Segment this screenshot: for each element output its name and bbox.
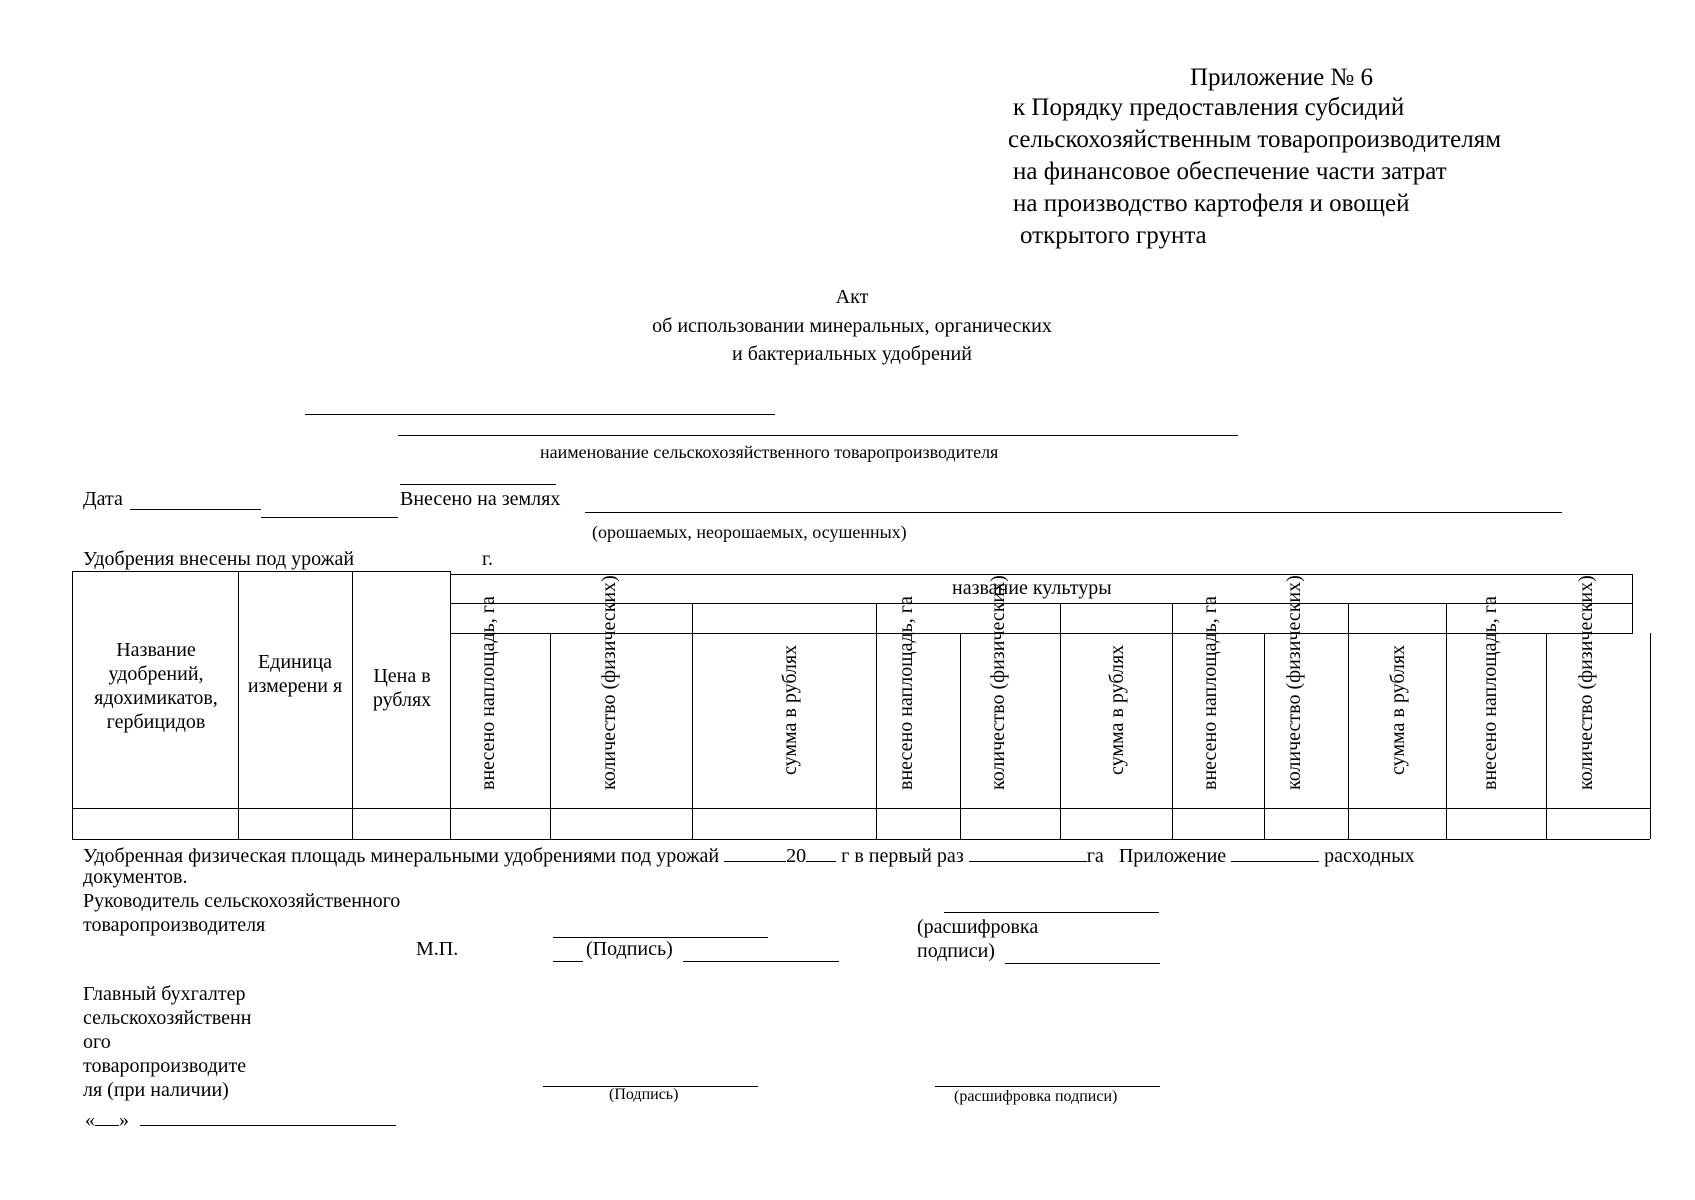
date-close-quote: » [119, 1109, 129, 1131]
area-text-3: Приложение [1118, 845, 1227, 867]
seal-label: М.П. [416, 938, 459, 960]
act-subtitle-2: и бактериальных удобрений [732, 343, 972, 365]
month-year-field[interactable] [140, 1107, 396, 1126]
date-field[interactable] [130, 509, 261, 510]
head-signature-line-top[interactable] [553, 937, 768, 938]
sub-qty-3: количество (физических) [1283, 575, 1305, 790]
v-6 [876, 603, 877, 839]
v-2 [352, 571, 353, 839]
annex-line-4: на производство картофеля и овощей [1013, 190, 1410, 217]
acc-date: «» [85, 1107, 396, 1132]
sub-sum-1: сумма в рублях [779, 644, 801, 776]
v-9 [1172, 603, 1173, 839]
v-4 [550, 633, 551, 839]
act-subtitle-1: об использовании минеральных, органическ… [652, 315, 1052, 337]
acc-signature-line[interactable] [543, 1086, 758, 1087]
v-5 [692, 603, 693, 839]
area-year-field[interactable] [806, 843, 837, 862]
producer-caption: наименование сельскохозяйственного товар… [540, 442, 999, 462]
area-harvest-field[interactable] [724, 843, 787, 862]
area-text: Удобренная физическая площадь минеральны… [83, 843, 1415, 868]
head-label-2: товаропроизводителя [83, 914, 266, 936]
head-label-1: Руководитель сельскохозяйственного [83, 890, 401, 912]
head-decode-line-right [1005, 963, 1160, 964]
v-8 [1060, 603, 1061, 839]
land-caption: (орошаемых, неорошаемых, осушенных) [592, 522, 907, 542]
annex-line-2: сельскохозяйственным товаропроизводителя… [1008, 126, 1502, 153]
acc-decode-line[interactable] [935, 1086, 1160, 1087]
group-divider [450, 633, 1633, 634]
head-signature-line-left [553, 961, 583, 962]
area-text-5: документов. [83, 866, 188, 888]
annex-title: Приложение № 6 [1190, 64, 1374, 91]
head-decode-line-top[interactable] [944, 912, 1159, 913]
v-11 [1348, 603, 1349, 839]
annex-line-1: к Порядку предоставления субсидий [1013, 94, 1405, 121]
area-text-4: расходных [1324, 845, 1415, 867]
sub-qty-4: количество (физических) [1575, 575, 1597, 790]
sub-qty-2: количество (физических) [987, 575, 1009, 790]
sub-area-4: внесено наплощадь, га [1479, 596, 1501, 790]
annex-line-5: открытого грунта [1020, 222, 1207, 249]
date-label: Дата [83, 488, 123, 510]
harvest-label: Удобрения внесены под урожай [83, 548, 355, 570]
acc-label-3: ого [83, 1031, 111, 1053]
acc-label-5: ля (при наличии) [83, 1079, 229, 1101]
v-15 [1650, 633, 1651, 839]
acc-label-2: сельскохозяйственн [83, 1007, 252, 1029]
head-decode-2: подписи) [917, 940, 995, 962]
acc-decode-caption: (расшифровка подписи) [954, 1088, 1118, 1105]
culture-divider [450, 603, 1633, 604]
sub-sum-2: сумма в рублях [1106, 644, 1128, 776]
land-field[interactable] [585, 512, 1562, 513]
table-top-culture [450, 574, 1633, 575]
area-year-prefix: 20 [786, 845, 807, 867]
act-title: Акт [835, 286, 869, 308]
header-bottom [72, 808, 1650, 809]
sub-qty-1: количество (физических) [598, 575, 620, 790]
day-field[interactable] [95, 1107, 119, 1126]
head-signature-caption: (Подпись) [586, 938, 673, 960]
v-10 [1264, 633, 1265, 839]
sub-area-2: внесено наплощадь, га [895, 596, 917, 790]
sub-area-3: внесено наплощадь, га [1199, 596, 1221, 790]
date-underline-2 [261, 517, 398, 518]
area-text-1: Удобренная физическая площадь минеральны… [83, 845, 720, 867]
area-value-field[interactable] [968, 843, 1087, 862]
sub-area-1: внесено наплощадь, га [477, 596, 499, 790]
head-decode-1: (расшифровка [917, 916, 1039, 938]
v-0 [72, 571, 73, 839]
acc-label-1: Главный бухгалтер [83, 983, 246, 1005]
head-signature-line-right [683, 961, 839, 962]
area-text-2: г в первый раз [841, 845, 964, 867]
v-12 [1446, 603, 1447, 839]
v-7 [960, 633, 961, 839]
sub-sum-3: сумма в рублях [1387, 644, 1409, 776]
acc-signature-caption: (Подпись) [609, 1086, 679, 1103]
v-14 [1632, 574, 1633, 633]
annex-line-3: на финансовое обеспечение части затрат [1013, 158, 1447, 185]
col-price-header: Цена в рублях [372, 665, 432, 711]
producer-line-2 [398, 435, 1238, 436]
acc-label-4: товаропроизводите [83, 1055, 247, 1077]
v-3 [450, 571, 451, 839]
culture-header: название культуры [952, 577, 1112, 599]
v-13 [1546, 633, 1547, 839]
area-unit: га [1086, 845, 1104, 867]
date-open-quote: « [85, 1109, 95, 1131]
docs-count-field[interactable] [1231, 843, 1320, 862]
v-1 [238, 571, 239, 839]
land-label: Внесено на землях [400, 488, 561, 510]
col-name-header: Название удобрений, ядохимикатов, гербиц… [94, 639, 218, 733]
harvest-year-suffix: г. [482, 548, 493, 570]
col-unit-header: Единица измерени я [247, 651, 343, 697]
short-line [400, 484, 556, 485]
producer-line-1 [305, 414, 775, 415]
table-top-left [72, 571, 450, 572]
table-bottom [72, 839, 1650, 840]
